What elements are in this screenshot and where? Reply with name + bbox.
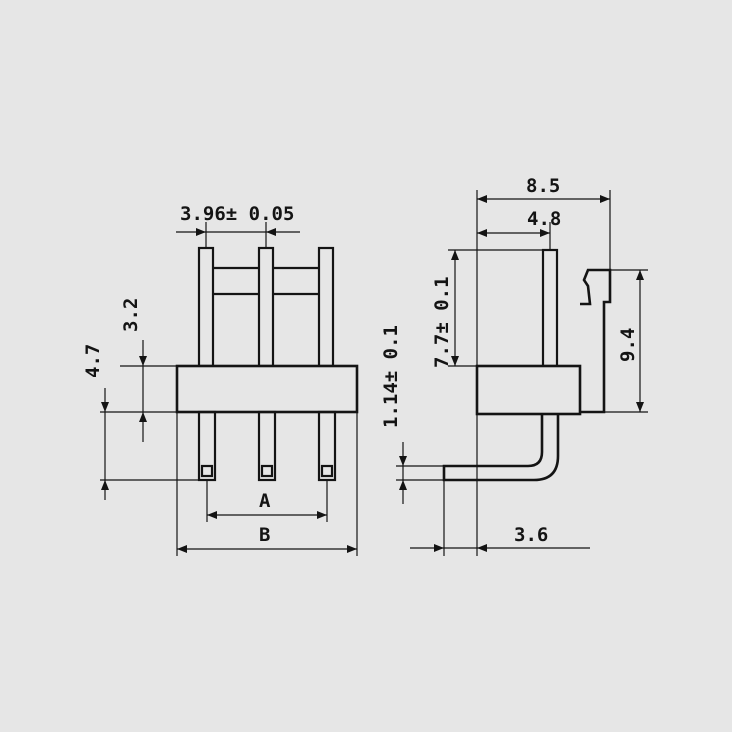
housing-height-label: 9.4 xyxy=(617,328,639,362)
total-height-label: 4.7 xyxy=(82,344,104,378)
side-pin-bent xyxy=(442,414,560,482)
label-a: A xyxy=(259,490,271,512)
front-housing xyxy=(175,364,359,414)
front-pin-upper-1 xyxy=(197,246,215,368)
front-pin-tip-2 xyxy=(260,464,274,478)
overall-depth-label: 8.5 xyxy=(526,175,560,197)
front-pin-upper-2 xyxy=(257,246,275,368)
pin-height-label: 3.2 xyxy=(120,298,142,332)
pin-length-label: 7.7± 0.1 xyxy=(431,276,453,368)
side-view: 8.5 4.8 7.7± 0.1 9.4 1.14± 0.1 xyxy=(380,175,648,556)
tail-offset-label: 3.6 xyxy=(514,524,548,546)
front-pin-upper-3 xyxy=(317,246,335,368)
front-view: 3.96± 0.05 3.2 4.7 A B xyxy=(82,203,359,556)
front-pin-lower-2 xyxy=(257,410,277,482)
pin-offset-label: 4.8 xyxy=(527,208,561,230)
side-latch xyxy=(580,268,612,414)
front-pin-tip-3 xyxy=(320,464,334,478)
label-b: B xyxy=(259,524,270,546)
pin-thickness-label: 1.14± 0.1 xyxy=(380,325,402,428)
front-pin-tip-1 xyxy=(200,464,214,478)
pitch-label: 3.96± 0.05 xyxy=(180,203,294,225)
side-pin-vertical xyxy=(541,248,559,368)
side-housing xyxy=(475,364,582,416)
